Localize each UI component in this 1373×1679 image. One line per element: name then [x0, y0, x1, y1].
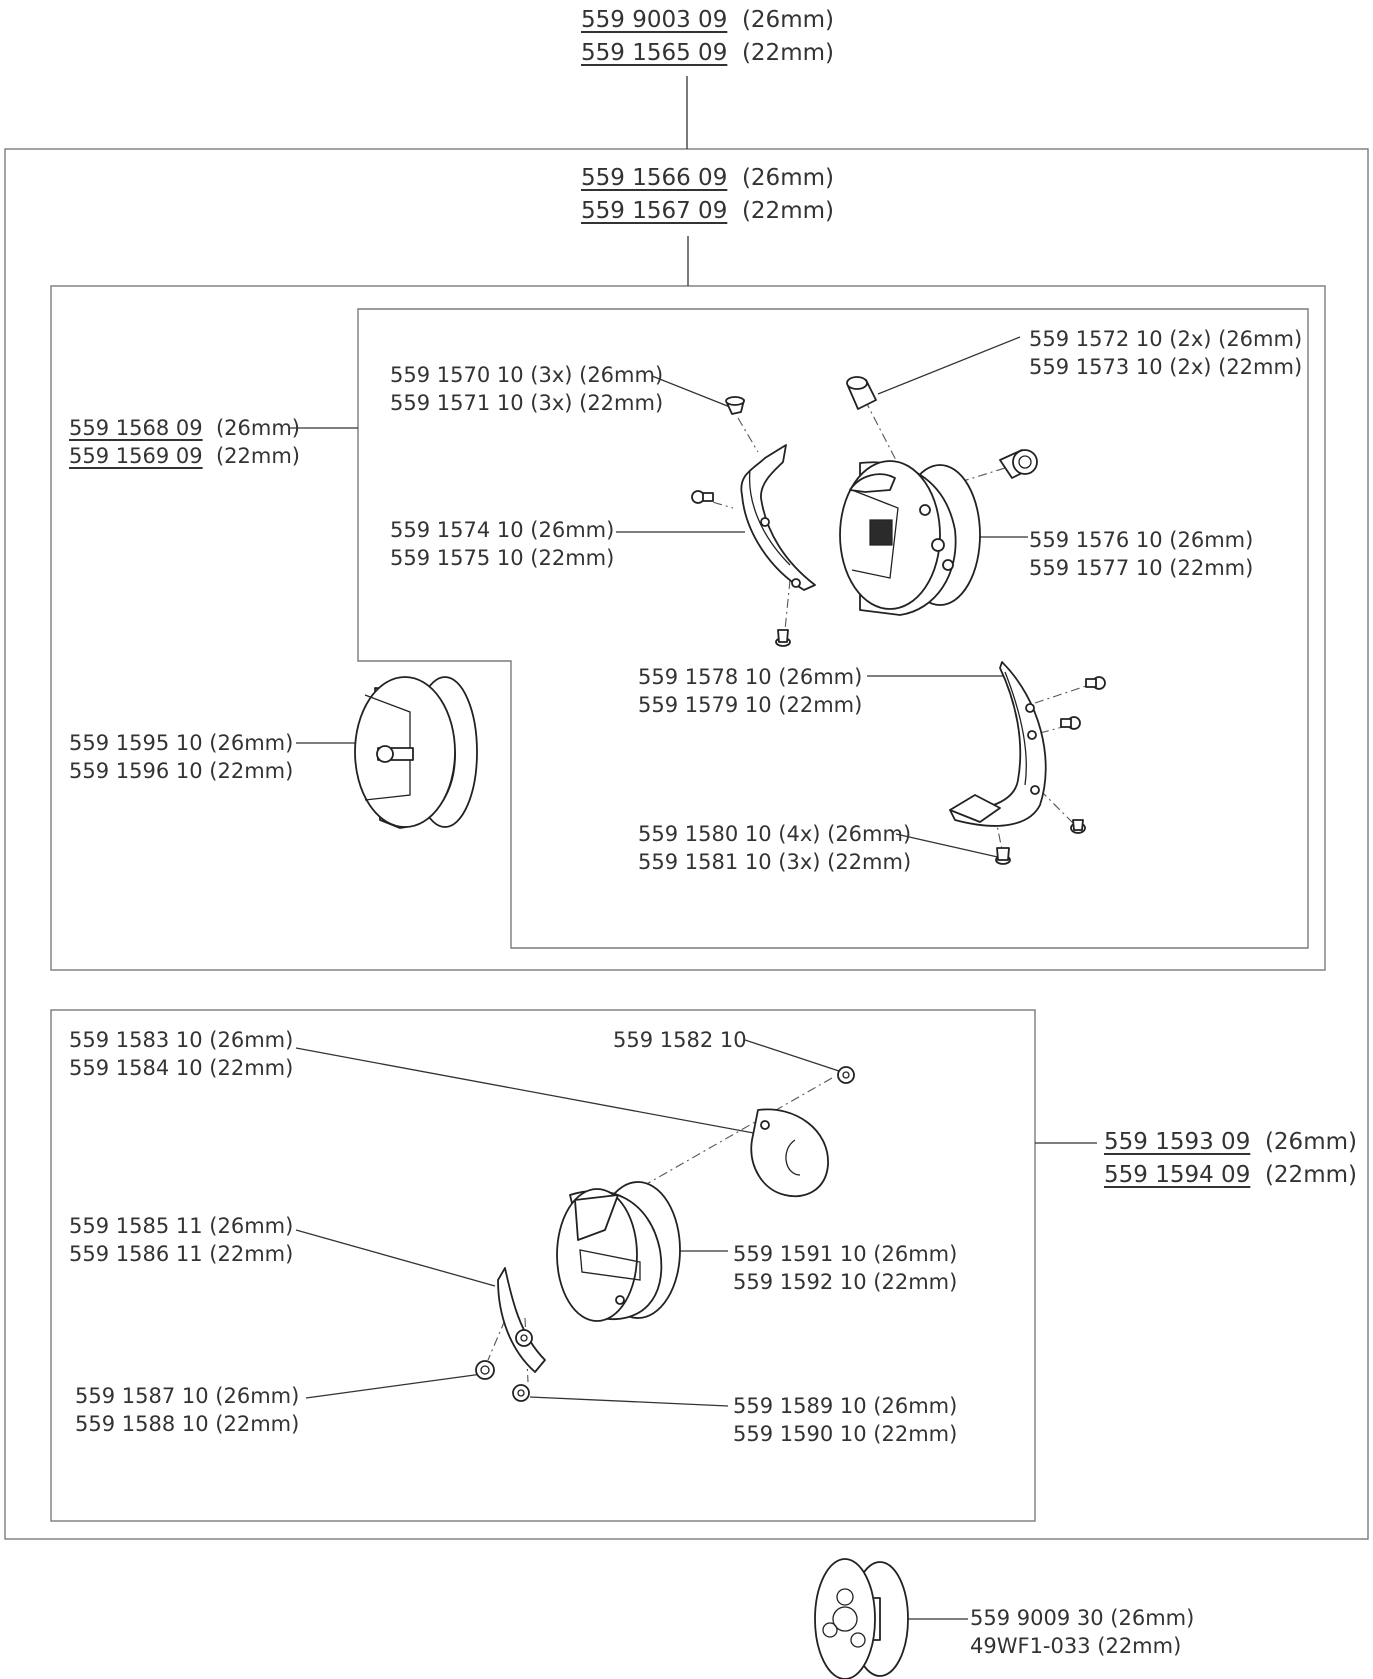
screw-1574-side-drawing: [691, 490, 714, 504]
bobbin-case-frame: [50, 1009, 1036, 1522]
cap-1572-drawing: [846, 376, 877, 410]
screw-1589-drawing: [512, 1384, 530, 1402]
screw-1578-b-drawing: [1060, 716, 1081, 730]
latch-1585-drawing: [497, 1267, 546, 1373]
part-label-1578: 559 1578 10 (26mm)559 1579 10 (22mm): [638, 665, 863, 717]
screw-1578-a-drawing: [1085, 676, 1106, 690]
hook-1595-drawing: [354, 676, 478, 829]
assembly-label-bobbin-case: 559 1593 09 (26mm) 559 1594 09 (22mm): [1104, 1129, 1357, 1188]
hook-body-1576-drawing: [839, 460, 981, 616]
bobbin-case-1591-drawing: [556, 1181, 681, 1322]
part-label-1583: 559 1583 10 (26mm)559 1584 10 (22mm): [69, 1028, 294, 1080]
part-label-1585: 559 1585 11 (26mm)559 1586 11 (22mm): [69, 1214, 294, 1266]
part-label-1570: 559 1570 10 (3x) (26mm)559 1571 10 (3x) …: [390, 363, 664, 415]
part-label-1587: 559 1587 10 (26mm)559 1588 10 (22mm): [75, 1384, 300, 1436]
assembly-label-hook-body: 559 1568 09 (26mm) 559 1569 09 (22mm): [69, 416, 300, 468]
screw-1582-drawing: [837, 1066, 855, 1084]
part-label-1589: 559 1589 10 (26mm)559 1590 10 (22mm): [733, 1394, 958, 1446]
part-label-1572: 559 1572 10 (2x) (26mm)559 1573 10 (2x) …: [1029, 327, 1303, 379]
assembly-label-top: 559 9003 09 (26mm) 559 1565 09 (22mm): [581, 7, 834, 66]
part-label-1582: 559 1582 10: [613, 1028, 747, 1052]
part-label-1595: 559 1595 10 (26mm)559 1596 10 (22mm): [69, 731, 294, 783]
part-label-bobbin: 559 9009 30 (26mm)49WF1-033 (22mm): [970, 1606, 1195, 1658]
spring-1583-drawing: [750, 1108, 829, 1198]
screw-1587-drawing: [475, 1360, 495, 1380]
screw-1570-drawing: [725, 396, 745, 415]
bobbin-drawing: [814, 1558, 909, 1679]
screw-1580-drawing: [995, 847, 1011, 865]
part-label-1591: 559 1591 10 (26mm)559 1592 10 (22mm): [733, 1242, 958, 1294]
part-label-1576: 559 1576 10 (26mm)559 1577 10 (22mm): [1029, 528, 1254, 580]
screw-1578-c-drawing: [1070, 819, 1086, 834]
guard-1578-drawing: [949, 661, 1047, 827]
nut-drawing: [999, 449, 1038, 479]
leader-lines: [295, 336, 1028, 1620]
part-label-1580: 559 1580 10 (4x) (26mm)559 1581 10 (3x) …: [638, 822, 912, 874]
screw-1574-bottom-drawing: [775, 629, 791, 647]
assembly-label-hook-set: 559 1566 09 (26mm) 559 1567 09 (22mm): [581, 165, 834, 224]
part-label-1574: 559 1574 10 (26mm)559 1575 10 (22mm): [390, 518, 615, 570]
hook-body-frame: [357, 308, 1309, 949]
gib-1574-drawing: [740, 444, 816, 591]
